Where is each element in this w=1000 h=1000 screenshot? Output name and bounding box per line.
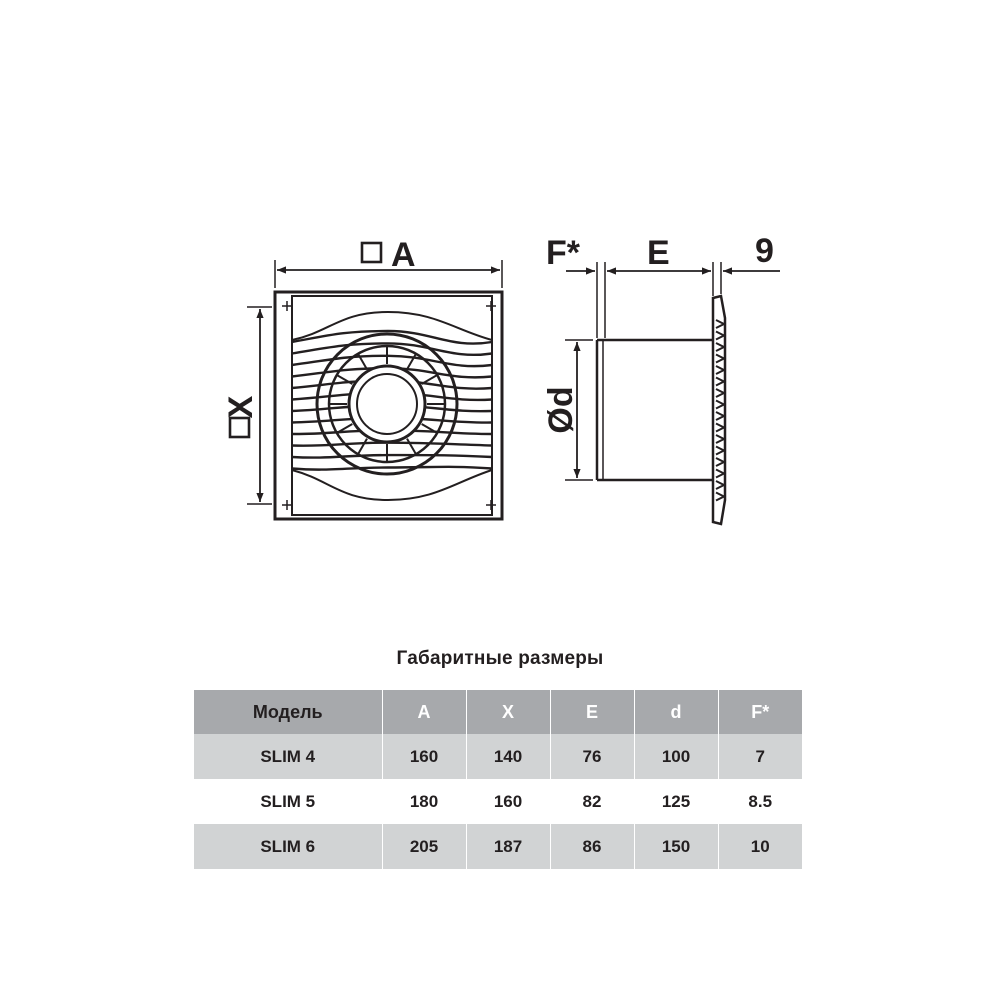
grille-profile-tick	[715, 399, 727, 410]
impeller-spoke	[421, 374, 438, 385]
header-d: d	[633, 690, 718, 734]
dimensions-table: Модель A X E d F* SLIM 4 160 140 76 100 …	[194, 690, 802, 869]
impeller-spoke	[336, 423, 353, 434]
header-a: A	[381, 690, 466, 734]
grille-profile-tick	[715, 365, 727, 375]
cell-f: 10	[717, 824, 802, 869]
header-model: Модель	[194, 690, 382, 734]
grille-slat	[291, 342, 493, 357]
duct-body	[595, 338, 713, 482]
cell-x: 160	[465, 779, 550, 824]
grille-profile-tick	[715, 330, 727, 341]
dimension-d-label: Ød	[542, 386, 580, 433]
table-title: Габаритные размеры	[396, 648, 604, 669]
header-x: X	[465, 690, 550, 734]
grille-profile-tick	[715, 353, 727, 364]
cell-e: 86	[549, 824, 634, 869]
grille-profile-tick	[715, 457, 727, 467]
impeller-spoke	[357, 353, 368, 370]
table-row: SLIM 6 205 187 86 150 10	[194, 824, 802, 869]
grille-profile-ticks	[715, 319, 727, 502]
cell-model: SLIM 6	[194, 824, 382, 869]
cell-f: 8.5	[717, 779, 802, 824]
cell-a: 205	[381, 824, 466, 869]
cell-model: SLIM 4	[194, 734, 382, 779]
impeller-spokes	[329, 346, 445, 462]
cell-d: 125	[633, 779, 718, 824]
fan-dimension-drawing: A X Ød F* E 9	[222, 232, 780, 526]
grille-profile-tick	[715, 445, 727, 456]
grille-profile-tick	[715, 411, 727, 421]
grille-profile-tick	[715, 468, 727, 479]
dimension-x-label: X	[222, 395, 260, 418]
panel-inner-top	[291, 295, 493, 342]
screw-icon	[282, 301, 496, 510]
impeller-spoke	[406, 353, 417, 370]
cell-a: 180	[381, 779, 466, 824]
grille-profile-tick	[715, 422, 727, 433]
cell-model: SLIM 5	[194, 779, 382, 824]
dimension-e-label: E	[647, 234, 670, 272]
grille-profile-tick	[715, 319, 727, 329]
dimension-f-label: F*	[546, 234, 581, 272]
cell-e: 76	[549, 734, 634, 779]
impeller-outer-ring	[315, 332, 459, 476]
grille-profile-tick	[715, 491, 727, 502]
front-view	[247, 260, 504, 521]
impeller-spoke	[421, 423, 438, 434]
cell-e: 82	[549, 779, 634, 824]
cell-x: 187	[465, 824, 550, 869]
cell-x: 140	[465, 734, 550, 779]
hub-inner	[356, 373, 418, 435]
cell-f: 7	[717, 734, 802, 779]
table-row: SLIM 4 160 140 76 100 7	[194, 734, 802, 779]
table-header-row: Модель A X E d F*	[194, 690, 802, 734]
panel-inner-bottom	[291, 468, 493, 516]
square-symbol-icon	[228, 416, 251, 439]
grille-slat	[291, 465, 493, 471]
header-e: E	[549, 690, 634, 734]
dimension-a-label: A	[391, 236, 416, 274]
cell-d: 100	[633, 734, 718, 779]
impeller-spoke	[357, 438, 368, 455]
impeller-spoke	[336, 374, 353, 385]
grille-slat	[291, 329, 493, 345]
grille-profile-tick	[715, 342, 727, 352]
side-view	[565, 262, 780, 526]
grille-profile	[711, 294, 727, 526]
table-row: SLIM 5 180 160 82 125 8.5	[194, 779, 802, 824]
grille-profile-tick	[715, 376, 727, 387]
cell-d: 150	[633, 824, 718, 869]
grille-slat	[291, 453, 493, 459]
dimension-9-label: 9	[755, 232, 774, 270]
impeller-spoke	[406, 438, 417, 455]
square-symbol-icon	[360, 241, 383, 264]
grille-profile-tick	[715, 388, 727, 398]
header-f: F*	[717, 690, 802, 734]
grille-profile-tick	[715, 434, 727, 444]
grille-profile-tick	[715, 480, 727, 490]
cell-a: 160	[381, 734, 466, 779]
grille-slat	[291, 354, 493, 368]
